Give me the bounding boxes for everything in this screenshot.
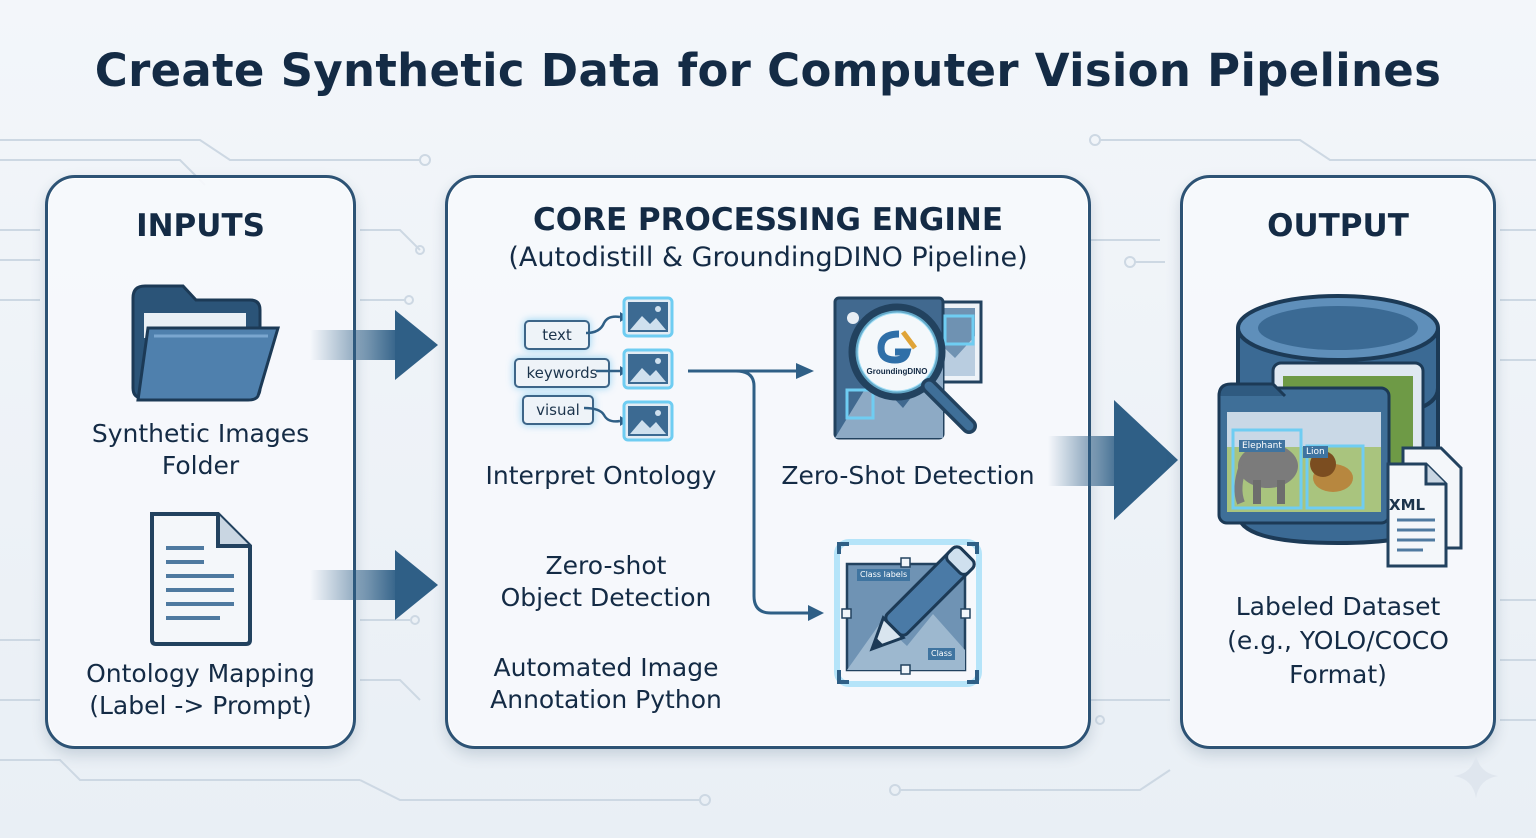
arrow-folder-to-core (310, 310, 438, 380)
arrow-core-to-output (1048, 400, 1178, 520)
annotation-tag-class: Class (928, 648, 956, 660)
object-detection-label: Zero-shot Object Detection (466, 550, 746, 614)
magnifier-icon: GroundingDINO (833, 296, 983, 440)
dataset-label-line3: Format) (1289, 660, 1387, 689)
interpret-label: Interpret Ontology (485, 461, 717, 490)
core-subheading: (Autodistill & GroundingDINO Pipeline) (508, 242, 1028, 273)
grounding-logo-text: GroundingDINO (867, 367, 928, 376)
xml-label: XML (1389, 496, 1426, 514)
dataset-label: Labeled Dataset (e.g., YOLO/COCO Format) (1183, 590, 1493, 692)
core-panel: CORE PROCESSING ENGINE (Autodistill & Gr… (445, 175, 1091, 749)
mapping-label-line1: Ontology Mapping (86, 659, 315, 688)
output-heading: OUTPUT (1267, 208, 1409, 244)
mapping-label: Ontology Mapping (Label -> Prompt) (48, 658, 353, 722)
annotation-label: Automated Image Annotation Python (466, 652, 746, 716)
object-detection-line2: Object Detection (500, 583, 712, 612)
inputs-heading: INPUTS (136, 208, 265, 244)
image-icon (622, 348, 674, 390)
labeled-image-card (1217, 361, 1425, 525)
xml-file-icon (1386, 446, 1463, 568)
annotation-line2: Annotation Python (490, 685, 722, 714)
tag-lion: Lion (1303, 446, 1328, 458)
image-icon (622, 400, 674, 442)
page-title: Create Synthetic Data for Computer Visio… (94, 44, 1442, 97)
zeroshot-label: Zero-Shot Detection (781, 461, 1035, 490)
dataset-label-line2: (e.g., YOLO/COCO (1227, 626, 1449, 655)
pencil-icon (834, 539, 982, 687)
image-icon (622, 296, 674, 338)
flow-connector (688, 363, 824, 621)
arrow-mapping-to-core (310, 550, 438, 620)
chip-text: text (524, 320, 590, 350)
mapping-label-line2: (Label -> Prompt) (89, 691, 312, 720)
folder-icon (131, 284, 281, 402)
folder-label-line2: Folder (161, 451, 240, 480)
chip-keywords: keywords (514, 358, 610, 388)
output-panel: OUTPUT (1180, 175, 1496, 749)
annotation-tag-class-labels: Class labels (857, 569, 911, 581)
dataset-label-line1: Labeled Dataset (1235, 592, 1441, 621)
tag-elephant: Elephant (1239, 440, 1285, 452)
chip-visual: visual (522, 395, 594, 425)
object-detection-line1: Zero-shot (545, 551, 667, 580)
document-icon (150, 512, 252, 646)
annotation-line1: Automated Image (493, 653, 719, 682)
core-heading: CORE PROCESSING ENGINE (532, 202, 1003, 238)
folder-label-line1: Synthetic Images (91, 419, 310, 448)
inputs-panel: INPUTS Synthetic Images Folder Ontology … (45, 175, 356, 749)
sparkle-icon (1454, 754, 1498, 798)
folder-label: Synthetic Images Folder (48, 418, 353, 482)
database-icon (1217, 294, 1463, 568)
